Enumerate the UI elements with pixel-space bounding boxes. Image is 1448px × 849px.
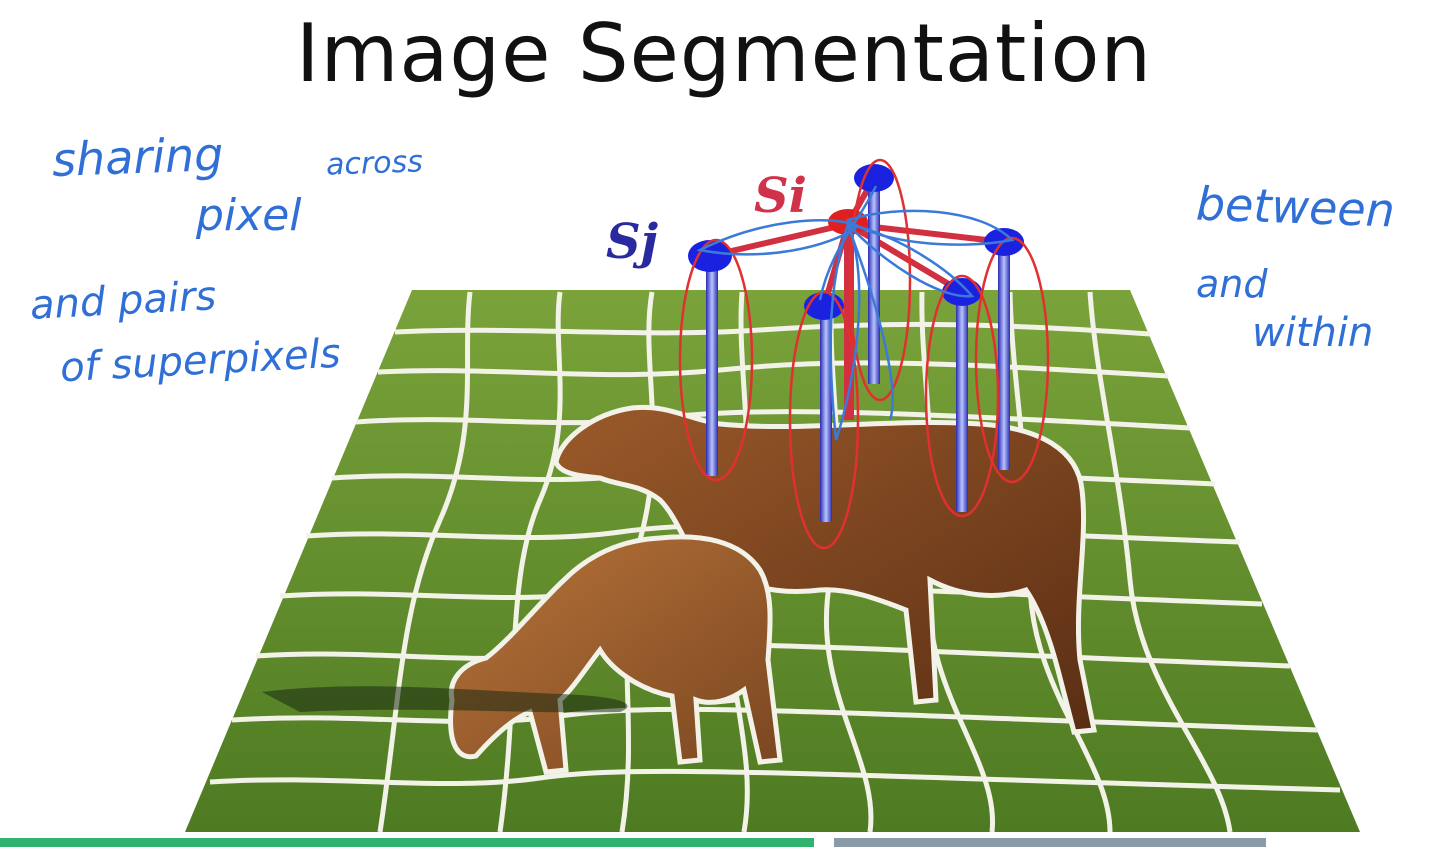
annotation-and: and xyxy=(1196,262,1268,306)
video-buffered-bar xyxy=(833,838,1266,847)
blue-ink-loops xyxy=(696,185,1015,441)
node-label-si: Si xyxy=(754,168,807,224)
video-played-bar xyxy=(0,838,814,847)
video-progress-bar[interactable] xyxy=(0,835,1448,849)
annotation-within: within xyxy=(1252,310,1374,356)
slide-title: Image Segmentation xyxy=(295,7,1153,100)
annotation-between: between xyxy=(1195,176,1396,238)
annotation-and-pairs: and pairs xyxy=(28,273,218,329)
shadow xyxy=(262,686,628,713)
annotation-sharing: sharing xyxy=(51,127,225,187)
red-ink-loops xyxy=(678,158,1050,550)
calf-body xyxy=(448,534,783,775)
video-scrubber-handle[interactable] xyxy=(817,835,832,849)
annotation-pixel: pixel xyxy=(196,190,302,241)
annotation-across: across xyxy=(325,144,424,183)
node-label-sj: Sj xyxy=(606,214,659,270)
node-poles xyxy=(706,184,1010,522)
